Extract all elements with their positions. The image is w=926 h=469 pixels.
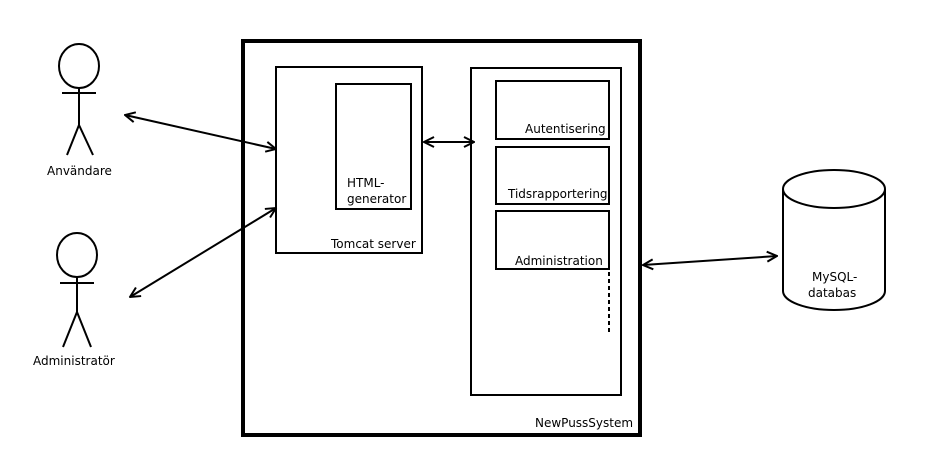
- arrow-admin-tomcat: [130, 208, 276, 297]
- module-autentisering-box: [495, 80, 610, 140]
- system-boundary: [241, 39, 642, 437]
- arrow-user-tomcat: [125, 115, 276, 149]
- database-cylinder-icon: [782, 169, 886, 311]
- arrow-system-database: [643, 256, 777, 265]
- database-label-line1: MySQL-: [812, 270, 858, 284]
- module-administration-label: Administration: [515, 254, 603, 268]
- actor-user-label: Användare: [47, 164, 112, 178]
- html-generator-box: [335, 83, 412, 210]
- actor-user-icon: [58, 43, 100, 156]
- module-autentisering-label: Autentisering: [525, 122, 606, 136]
- actor-admin-label: Administratör: [33, 354, 115, 368]
- database-label-line2: databas: [808, 286, 857, 300]
- modules-container-box: [470, 67, 622, 396]
- tomcat-server-label: Tomcat server: [331, 237, 416, 251]
- html-generator-label-line1: HTML-: [347, 176, 385, 190]
- html-generator-label-line2: generator: [347, 192, 407, 206]
- actor-admin-icon: [56, 232, 98, 348]
- system-name-label: NewPussSystem: [535, 416, 634, 430]
- tomcat-server-box: [275, 66, 423, 254]
- module-tidsrapportering-label: Tidsrapportering: [508, 187, 608, 201]
- module-tidsrapportering-box: [495, 146, 610, 205]
- module-administration-box: [495, 210, 610, 270]
